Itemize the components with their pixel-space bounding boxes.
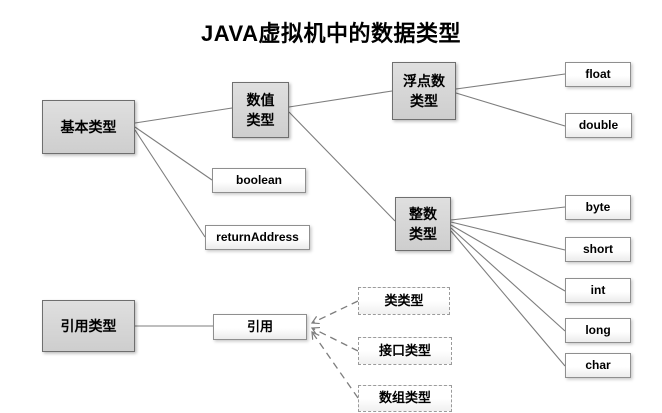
node-double: double	[565, 113, 632, 138]
node-float-group: 浮点数 类型	[392, 62, 456, 120]
node-label: byte	[585, 199, 611, 214]
edge-basic-numeric	[134, 107, 233, 124]
node-long: long	[565, 318, 631, 343]
edge-numeric-integergroup	[288, 111, 396, 222]
node-float: float	[565, 62, 631, 87]
node-label: short	[583, 241, 613, 256]
node-label: 数值 类型	[246, 91, 275, 128]
node-char: char	[565, 353, 631, 378]
node-reference-type: 引用类型	[42, 300, 135, 352]
node-label: char	[585, 357, 611, 372]
edge-interfacetype-ref	[312, 328, 359, 352]
edge-classtype-ref	[312, 300, 359, 323]
node-basic-type: 基本类型	[42, 100, 135, 154]
node-label: 类类型	[384, 292, 424, 308]
node-array-type: 数组类型	[358, 385, 452, 412]
node-label: float	[585, 66, 611, 81]
edge-integergroup-short	[450, 221, 566, 251]
edge-floatgroup-float	[455, 73, 566, 90]
edge-basic-returnaddress	[134, 129, 206, 238]
node-interface-type: 接口类型	[358, 337, 452, 365]
node-label: 接口类型	[378, 342, 431, 358]
node-label: 数组类型	[378, 390, 431, 406]
node-boolean: boolean	[212, 168, 306, 193]
edge-integergroup-byte	[450, 206, 566, 221]
edge-basic-boolean	[134, 126, 213, 181]
edge-integergroup-int	[450, 224, 566, 292]
edge-integergroup-long	[450, 227, 566, 332]
edge-arraytype-ref	[312, 332, 359, 399]
node-short: short	[565, 237, 631, 262]
node-label: returnAddress	[216, 229, 299, 244]
node-label: int	[590, 282, 606, 297]
node-class-type: 类类型	[358, 287, 450, 315]
node-int: int	[565, 278, 631, 303]
node-label: boolean	[235, 172, 282, 187]
edge-numeric-floatgroup	[288, 90, 393, 108]
node-label: long	[585, 322, 611, 337]
edge-floatgroup-double	[455, 92, 566, 127]
diagram-title: JAVA虚拟机中的数据类型	[201, 21, 461, 46]
node-label: 引用类型	[60, 317, 117, 334]
node-label: 引用	[246, 318, 273, 334]
node-byte: byte	[565, 195, 631, 220]
node-integer-group: 整数 类型	[395, 197, 451, 251]
node-reference: 引用	[213, 314, 307, 340]
node-label: 基本类型	[60, 118, 117, 135]
node-label: double	[578, 117, 619, 132]
node-numeric-type: 数值 类型	[232, 82, 289, 138]
edge-integergroup-char	[450, 230, 566, 367]
node-label: 浮点数 类型	[403, 72, 445, 109]
node-return-address: returnAddress	[205, 225, 310, 250]
node-label: 整数 类型	[409, 205, 437, 242]
